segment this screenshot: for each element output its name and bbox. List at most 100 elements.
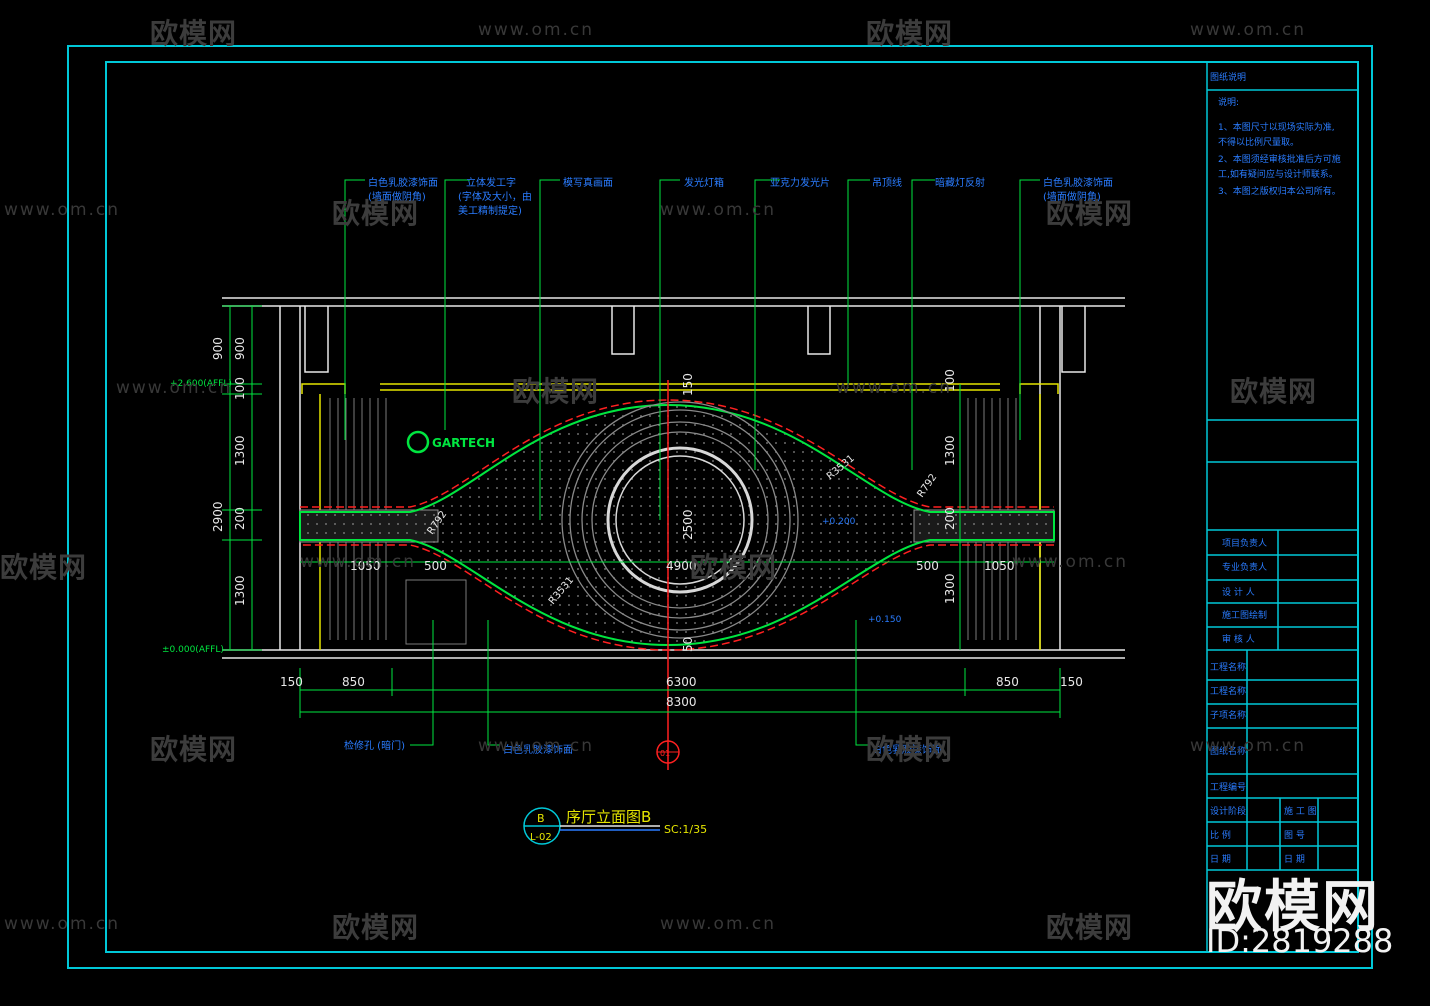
tb-field: 图纸名称 [1210,745,1246,757]
dim-label: 500 [424,559,447,573]
watermark-logo: 欧模网 [866,17,954,50]
tb-meta: 设计阶段 [1210,805,1246,817]
watermark-logo: 欧模网 [1046,911,1134,944]
watermark-url: www.om.cn [4,200,121,220]
outer-frame [67,45,1373,969]
callout-text: 白色乳胶漆饰面 [872,743,942,756]
drawing-title: 序厅立面图B SC:1/35 B L-02 [530,808,707,843]
title-block-text: 图纸说明 说明: 1、本图尺寸以现场实际为准, 不得以比例尺量取。 2、本图须经… [1210,71,1341,865]
level-label: ±0.000(AFFL) [162,645,224,655]
watermark-logo: 欧模网 [0,551,88,584]
tb-field: 工程名称 [1210,661,1246,673]
tag-top: B [537,812,545,825]
dim-label: 100 [233,377,247,400]
tb-meta: 图 号 [1284,830,1305,841]
eye-panel [299,403,1055,647]
tb-meta: 日 期 [1284,854,1305,865]
callout-text: (字体及大小，由 [458,190,532,203]
level-note: +0.150 [868,615,902,625]
watermark-url: www.om.cn [478,736,595,756]
watermark-url: www.om.cn [4,914,121,934]
dim-label: 1050 [984,559,1015,573]
dim-label: 200 [233,507,247,530]
leaders-bottom [410,620,870,746]
callout-text: 吊顶线 [872,176,902,189]
tb-note: 不得以比例尺量取。 [1218,136,1299,148]
leaders-top [344,179,1040,520]
dim-label: 50 [681,637,695,652]
watermark-url: www.om.cn [300,552,417,572]
level-notes: +0.200 +0.150 [822,517,902,625]
callout-text: 白色乳胶漆饰面 [503,743,573,756]
watermark-url: www.om.cn [1190,736,1307,756]
tb-note: 3、本图之版权归本公司所有。 [1218,185,1341,197]
tb-notes-title: 说明: [1218,96,1239,108]
tb-field: 子项名称 [1210,709,1246,721]
callout-text: 亚克力发光片 [770,176,830,189]
tb-note: 1、本图尺寸以现场实际为准, [1218,121,1335,133]
watermark-logo: 欧模网 [512,375,600,408]
watermark-logo: 欧模网 [1046,197,1134,230]
tb-role: 专业负责人 [1222,561,1267,573]
tb-role: 审 核 人 [1222,633,1255,645]
gartech-logo: GARTECH [406,430,495,454]
level-text: +2.600(AFFL) ±0.000(AFFL) [162,379,232,655]
watermark-logo: 欧模网 [866,733,954,766]
dim-label: 1300 [943,435,957,466]
dim-label: 1300 [233,575,247,606]
callout-text: 暗藏灯反射 [935,176,985,189]
tb-header: 图纸说明 [1210,71,1246,83]
brand-id: ID:2819288 [1206,922,1394,960]
callout-text: 白色乳胶漆饰面 [368,176,438,189]
callout-text: 模写真画面 [563,176,613,189]
dim-label: 6300 [666,675,697,689]
dim-label: 850 [996,675,1019,689]
level-label: +2.600(AFFL) [170,379,232,389]
watermark-url: www.om.cn [660,200,777,220]
dim-label: 150 [1060,675,1083,689]
dim-total: 8300 [666,695,697,709]
watermark-url: www.om.cn [116,378,233,398]
watermark-url: www.om.cn [660,914,777,934]
tb-role: 设 计 人 [1222,586,1255,598]
radius-label: R792 [915,472,939,500]
tb-note: 2、本图须经审核批准后方可施 [1218,153,1341,165]
tb-role: 项目负责人 [1222,537,1267,549]
dim-label: 2500 [681,509,695,540]
callout-text: 发光灯箱 [684,176,724,189]
callout-labels-bottom: 检修孔 (暗门) 白色乳胶漆饰面 白色乳胶漆饰面 [344,739,942,756]
callout-text: 白色乳胶漆饰面 [1043,176,1113,189]
watermark-logo: 欧模网 [690,551,778,584]
callout-text: (墙面做阴角) [1043,190,1101,203]
scale-text: SC:1/35 [664,823,707,836]
wall-outline [222,297,1125,659]
tb-meta: 施 工 图 [1284,805,1317,817]
watermark-logo: 欧模网 [1230,375,1318,408]
watermark-url: www.om.cn [1190,20,1307,40]
title-text: 序厅立面图B [566,808,651,826]
watermark-logo: 欧模网 [332,911,420,944]
section-mark-text: 01 [660,749,670,758]
dim-label: 850 [342,675,365,689]
callout-labels-top: 白色乳胶漆饰面 (墙面做阴角) 立体发工字 (字体及大小，由 美工精制提定) 模… [368,176,1113,217]
inner-frame [105,61,1359,953]
watermark-url: www.om.cn [478,20,595,40]
watermark-url: www.om.cn [1012,552,1129,572]
drawing-tag [523,807,660,845]
dim-label: 150 [280,675,303,689]
dim-label: 900 [233,337,247,360]
tag-bottom: L-02 [530,832,552,843]
watermark-url: www.om.cn [836,378,953,398]
dim-label: 2900 [211,501,225,532]
dim-label: 500 [916,559,939,573]
dim-label: 1300 [233,435,247,466]
dim-label: 150 [681,373,695,396]
tb-note: 工,如有疑问应与设计师联系。 [1218,168,1338,180]
callout-text: 立体发工字 [466,176,516,189]
dim-label: 1050 [350,559,381,573]
callout-text: 检修孔 (暗门) [344,739,405,752]
watermark-logo: 欧模网 [332,197,420,230]
logo-text: GARTECH [432,436,495,450]
dim-label: 900 [211,337,225,360]
